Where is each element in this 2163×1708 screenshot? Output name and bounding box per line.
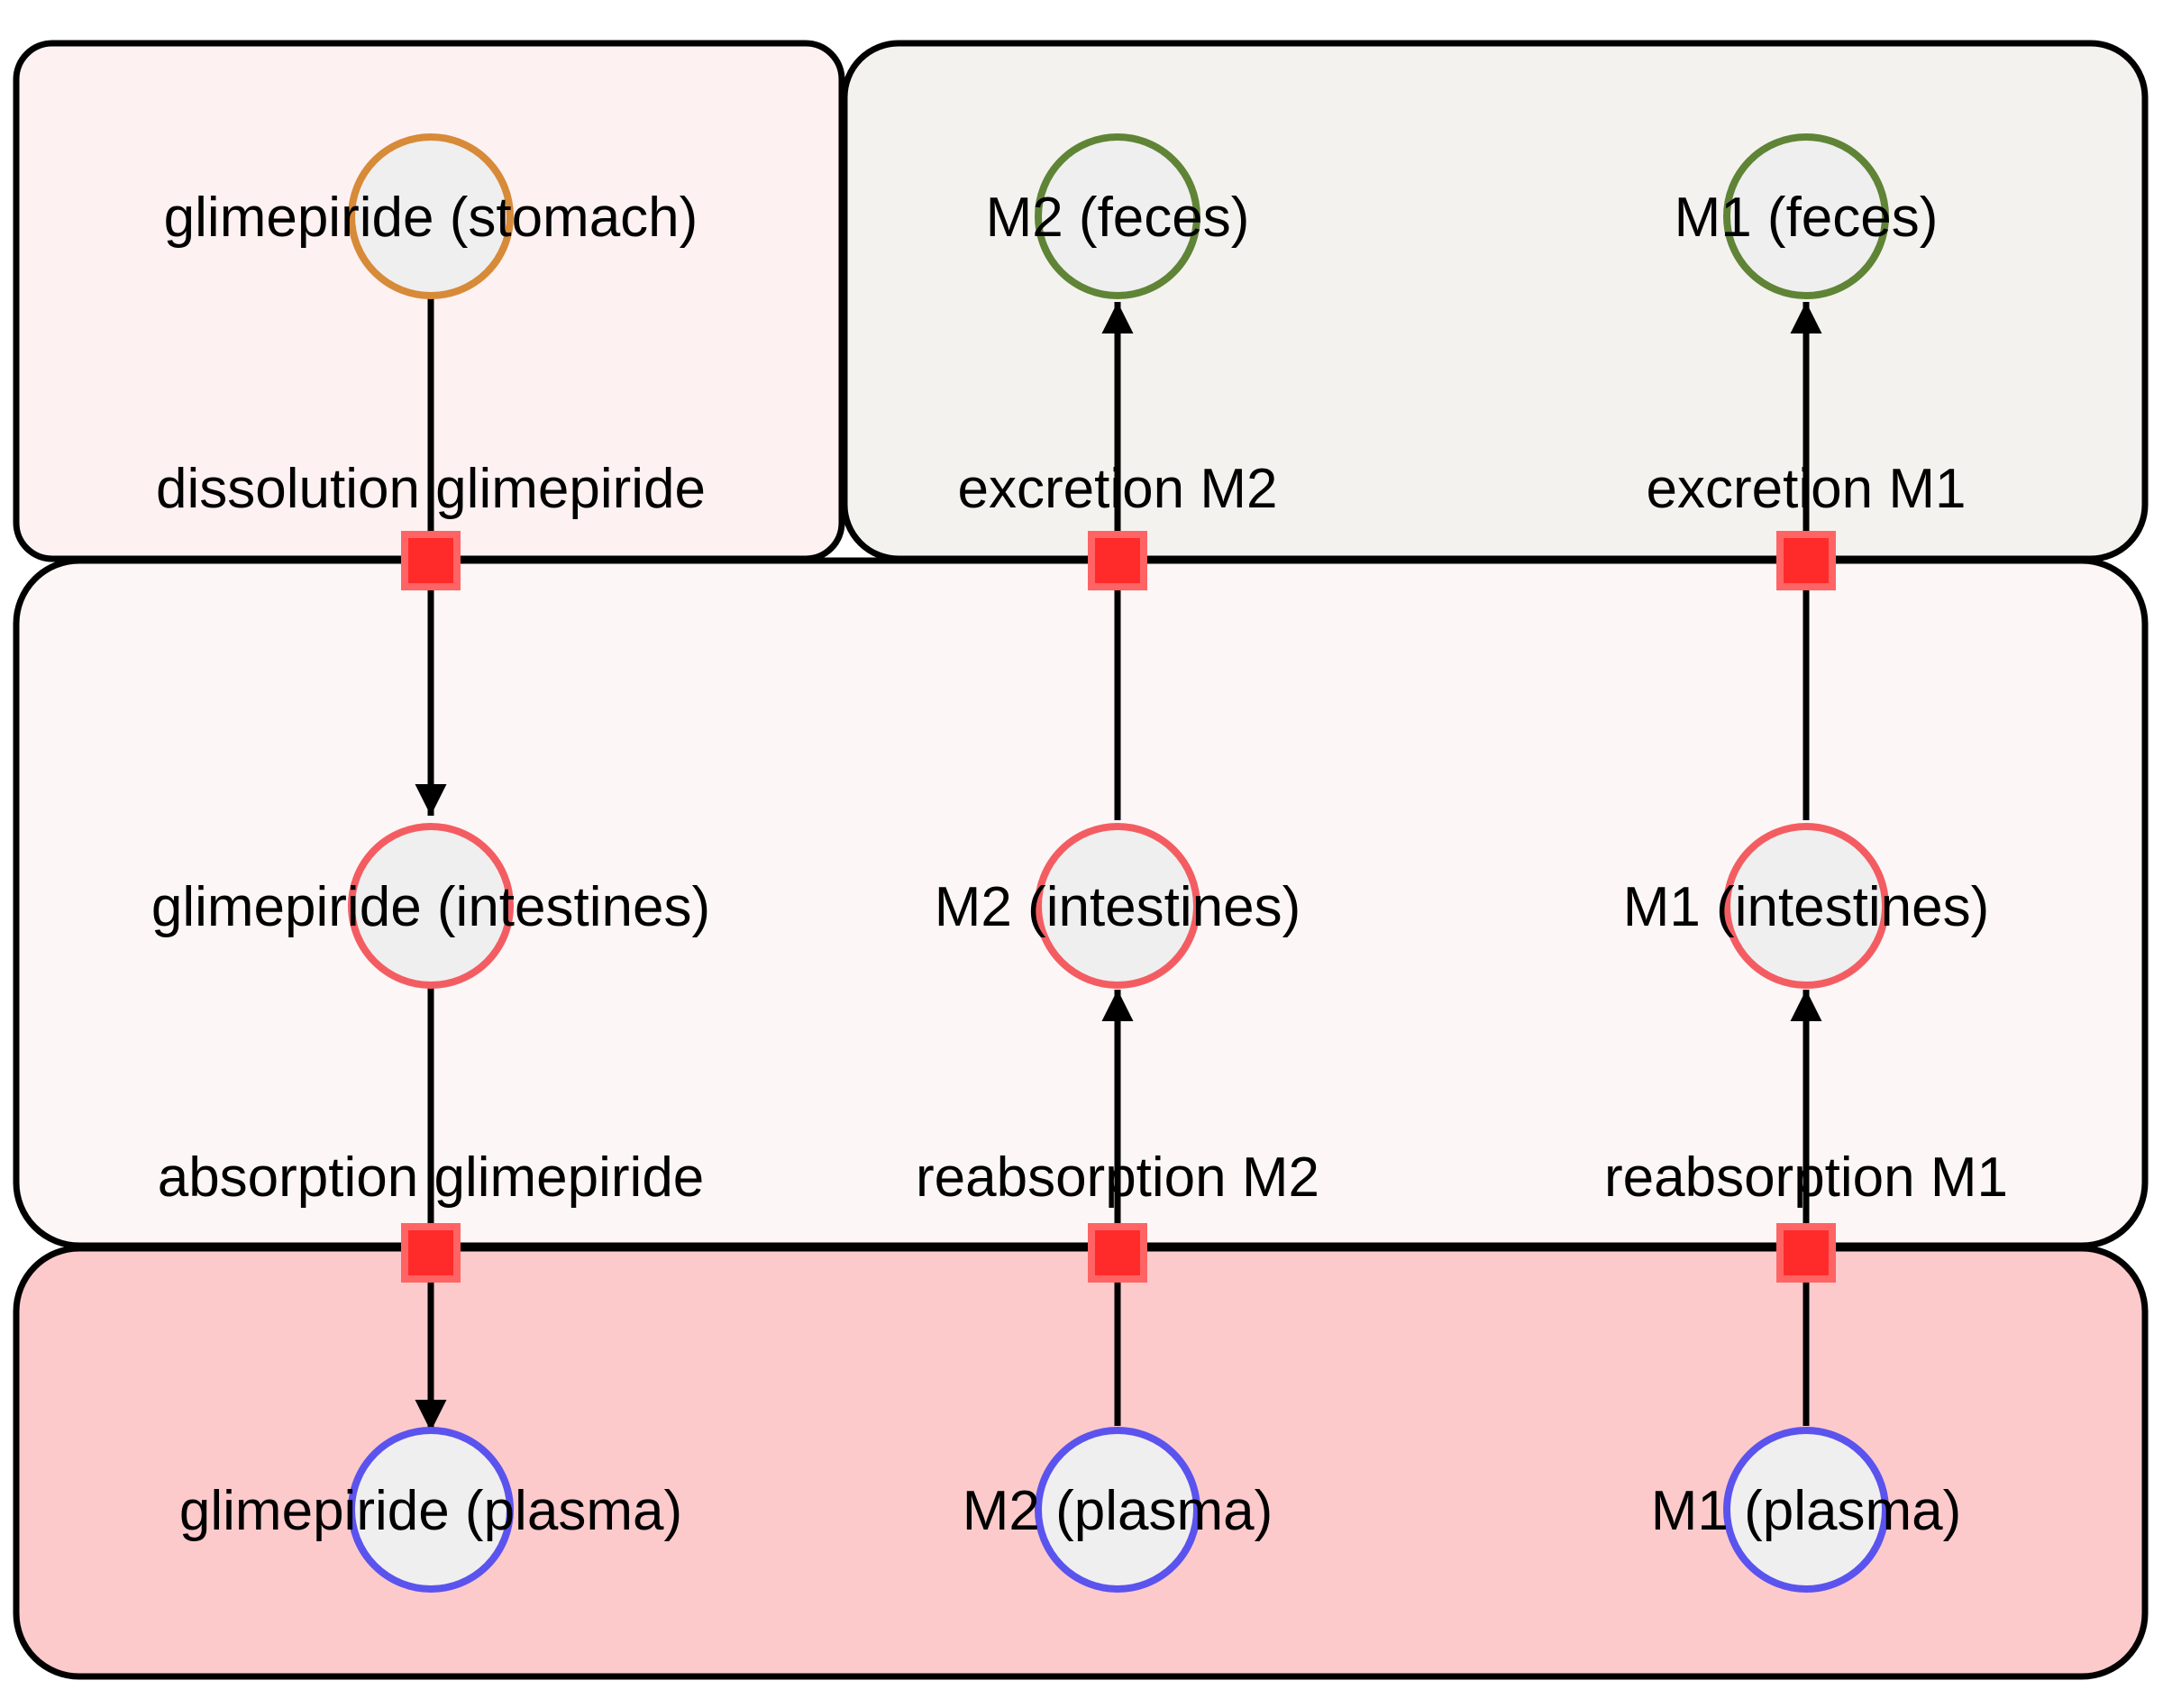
- species-node-m1-intestines[interactable]: [1723, 823, 1889, 989]
- species-label-m1-feces: M1 (feces): [1675, 187, 1939, 249]
- reaction-node-absorption-glimepiride[interactable]: [401, 1223, 461, 1283]
- species-label-glimepiride-stomach: glimepiride (stomach): [164, 187, 698, 249]
- species-label-m2-plasma: M2 (plasma): [963, 1480, 1273, 1542]
- species-node-glimepiride-plasma[interactable]: [348, 1427, 514, 1593]
- species-label-m1-intestines: M1 (intestines): [1623, 876, 1990, 938]
- reaction-label-reabsorption-m1: reabsorption M1: [1604, 1146, 2008, 1209]
- species-label-m1-plasma: M1 (plasma): [1651, 1480, 1962, 1542]
- species-node-glimepiride-stomach[interactable]: [348, 133, 514, 299]
- species-node-m2-feces[interactable]: [1035, 133, 1200, 299]
- species-node-m1-feces[interactable]: [1723, 133, 1889, 299]
- species-label-m2-intestines: M2 (intestines): [935, 876, 1301, 938]
- reaction-label-dissolution-glimepiride: dissolution glimepiride: [156, 458, 706, 520]
- species-label-glimepiride-plasma: glimepiride (plasma): [179, 1480, 682, 1542]
- species-node-m2-intestines[interactable]: [1035, 823, 1200, 989]
- reaction-label-excretion-m2: excretion M2: [958, 458, 1278, 520]
- species-node-m2-plasma[interactable]: [1035, 1427, 1200, 1593]
- reaction-node-reabsorption-m2[interactable]: [1088, 1223, 1147, 1283]
- species-label-glimepiride-intestines: glimepiride (intestines): [151, 876, 710, 938]
- species-label-m2-feces: M2 (feces): [986, 187, 1250, 249]
- reaction-node-excretion-m1[interactable]: [1776, 531, 1836, 590]
- reaction-node-dissolution-glimepiride[interactable]: [401, 531, 461, 590]
- species-node-m1-plasma[interactable]: [1723, 1427, 1889, 1593]
- reaction-label-reabsorption-m2: reabsorption M2: [916, 1146, 1319, 1209]
- reaction-label-absorption-glimepiride: absorption glimepiride: [158, 1146, 705, 1209]
- reaction-node-excretion-m2[interactable]: [1088, 531, 1147, 590]
- species-node-glimepiride-intestines[interactable]: [348, 823, 514, 989]
- reaction-label-excretion-m1: excretion M1: [1647, 458, 1967, 520]
- reaction-node-reabsorption-m1[interactable]: [1776, 1223, 1836, 1283]
